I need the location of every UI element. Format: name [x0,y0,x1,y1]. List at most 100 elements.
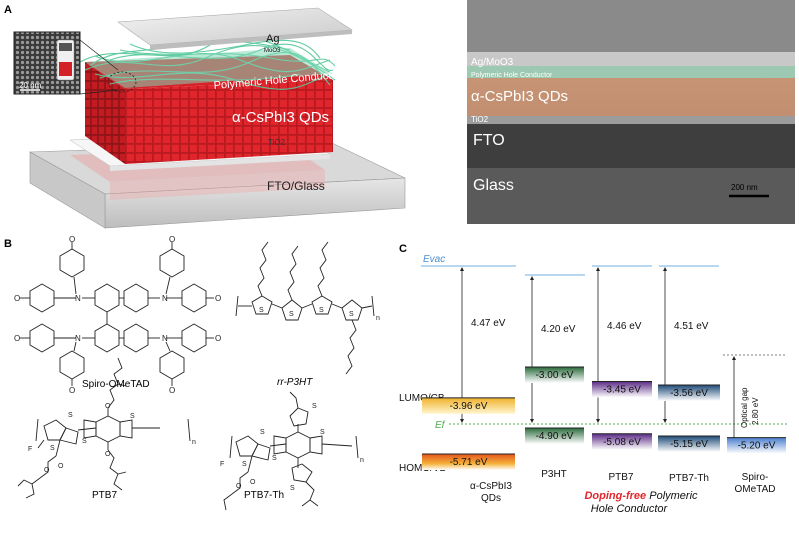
ptb7th-s3: S [272,455,277,462]
ptb7th-s2: S [242,461,247,468]
spiro-n1: N [75,294,81,303]
spiro-o2: O [169,236,175,244]
ptb7th-s1: S [260,429,265,436]
mat-name-ptb7th: PTB7-Th [669,473,709,484]
spiro-o5: O [14,334,20,343]
sem-fto: FTO [473,132,505,149]
spiro-ometad-name: Spiro-OMeTAD [82,379,150,390]
lumo-value-qds: -3.96 eV [450,401,488,412]
ptb7th-o1: O [250,479,256,486]
lumo-box-p3ht [525,367,584,383]
panel-a-letter: A [4,4,12,16]
caption-line-1: Doping-free Polymeric [584,490,698,502]
homo-value-p3ht: -4.90 eV [536,431,574,442]
homo-value-ptb7: -5.08 eV [603,437,641,448]
ptb7-n: n [192,439,196,446]
tio2-label: TiO2 [268,138,286,147]
lumo-box-ptb7 [592,381,652,398]
sem-hole-conductor: Polymeric Hole Conductor [471,72,553,79]
p3ht-s2: S [289,311,294,318]
spiro-o3: O [14,294,20,303]
panel-b-letter: B [4,238,12,250]
panel-c-letter: C [399,243,407,255]
ptb7-o3: O [58,463,64,470]
evac-lines [421,265,719,276]
energy-levels: -3.96 eV -5.71 eV -3.00 eV -4.90 eV -3.45 eV… [422,366,786,470]
ptb7-o4: O [44,467,50,474]
homo-box-qds [422,454,515,470]
ptb7th-f: F [220,461,224,468]
caption-line-2: Hole Conductor [591,503,669,515]
spiro-o7: O [69,386,75,395]
spiro-o6: O [215,334,221,343]
sem-ag-moo3: Ag/MoO3 [471,57,514,68]
mat-name-ptb7: PTB7 [608,472,633,483]
mat-name-spiro-2: OMeTAD [735,484,776,495]
p3ht-name: rr-P3HT [277,377,313,388]
ptb7-s4: S [130,413,135,420]
device-schematic: Ag MoO3 Polymeric Hole Conductor α-CsPbI… [13,7,406,229]
moo3-label: MoO3 [264,48,281,54]
p3ht-s4: S [349,311,354,318]
ptb7th-s6: S [290,485,295,492]
ptb7-s1: S [68,412,73,419]
homo-value-ptb7th: -5.15 eV [670,439,708,450]
molecule-structures: N N N N O O O O O O O O S S S S n [14,236,380,511]
lumo-value-ptb7: -3.45 eV [603,384,641,395]
sem-qds: α-CsPbI3 QDs [471,88,568,105]
lumo-box-qds [422,397,515,414]
homo-box-ptb7th [658,436,720,453]
ptb7th-o2: O [236,483,242,490]
p3ht-s3: S [319,307,324,314]
ptb7-o1: O [105,403,111,410]
lumo-box-ptb7th [658,384,720,401]
wf-p3ht: 4.20 eV [541,324,576,335]
homo-value-spiro: -5.20 eV [738,441,776,452]
mat-name-spiro: Spiro- [742,472,769,483]
wf-ptb7: 4.46 eV [607,321,642,332]
ptb7th-n: n [360,457,364,464]
ptb7-structure [17,357,191,499]
ag-label: Ag [266,33,279,45]
wf-qds: 4.47 eV [471,318,506,329]
qd-tem-inset [13,31,137,95]
homo-box-spiro [727,437,786,454]
ef-label: Ef [435,420,446,431]
ptb7-o2: O [105,451,111,458]
sem-scale-label: 200 nm [731,183,758,192]
spiro-o4: O [215,294,221,303]
lumo-value-ptb7th: -3.56 eV [670,388,708,399]
mat-name-qds: α-CsPbI3 [470,481,512,492]
homo-box-p3ht [525,427,584,444]
inset-scale-label: 20 nm [19,81,42,90]
optical-gap-value: 2.80 eV [751,397,760,425]
ptb7-s2: S [50,445,55,452]
optical-gap-label: Optical gap [740,387,749,428]
ptb7th-s5: S [312,403,317,410]
qds-label: α-CsPbI3 QDs [232,109,329,126]
lumo-value-p3ht: -3.00 eV [536,370,574,381]
evac-label: Evac [423,254,445,265]
homo-value-qds: -5.71 eV [450,457,488,468]
spiro-ometad-structure [20,242,214,386]
ptb7-th-structure [223,391,359,511]
mat-name-p3ht: P3HT [541,469,567,480]
optical-gap-marker: Optical gap 2.80 eV [723,354,787,447]
ag-top-electrode [117,7,353,50]
spiro-n3: N [75,334,81,343]
sem-cross-section: Ag/MoO3 Polymeric Hole Conductor α-CsPbI… [467,0,795,224]
ptb7-s3: S [82,438,87,445]
p3ht-s1: S [259,307,264,314]
ptb7th-s4: S [320,429,325,436]
polymer-fill [85,48,333,88]
p3ht-structure [235,241,375,375]
homo-box-ptb7 [592,433,652,450]
sem-tio2: TiO2 [471,115,489,124]
sem-glass: Glass [473,177,514,194]
ptb7-f: F [28,446,32,453]
ptb7-th-name: PTB7-Th [244,490,285,501]
spiro-n2: N [162,294,168,303]
lumo-cb-label: LUMO/CB [399,393,445,404]
mat-name-qds-2: QDs [481,493,501,504]
spiro-o1: O [69,236,75,244]
